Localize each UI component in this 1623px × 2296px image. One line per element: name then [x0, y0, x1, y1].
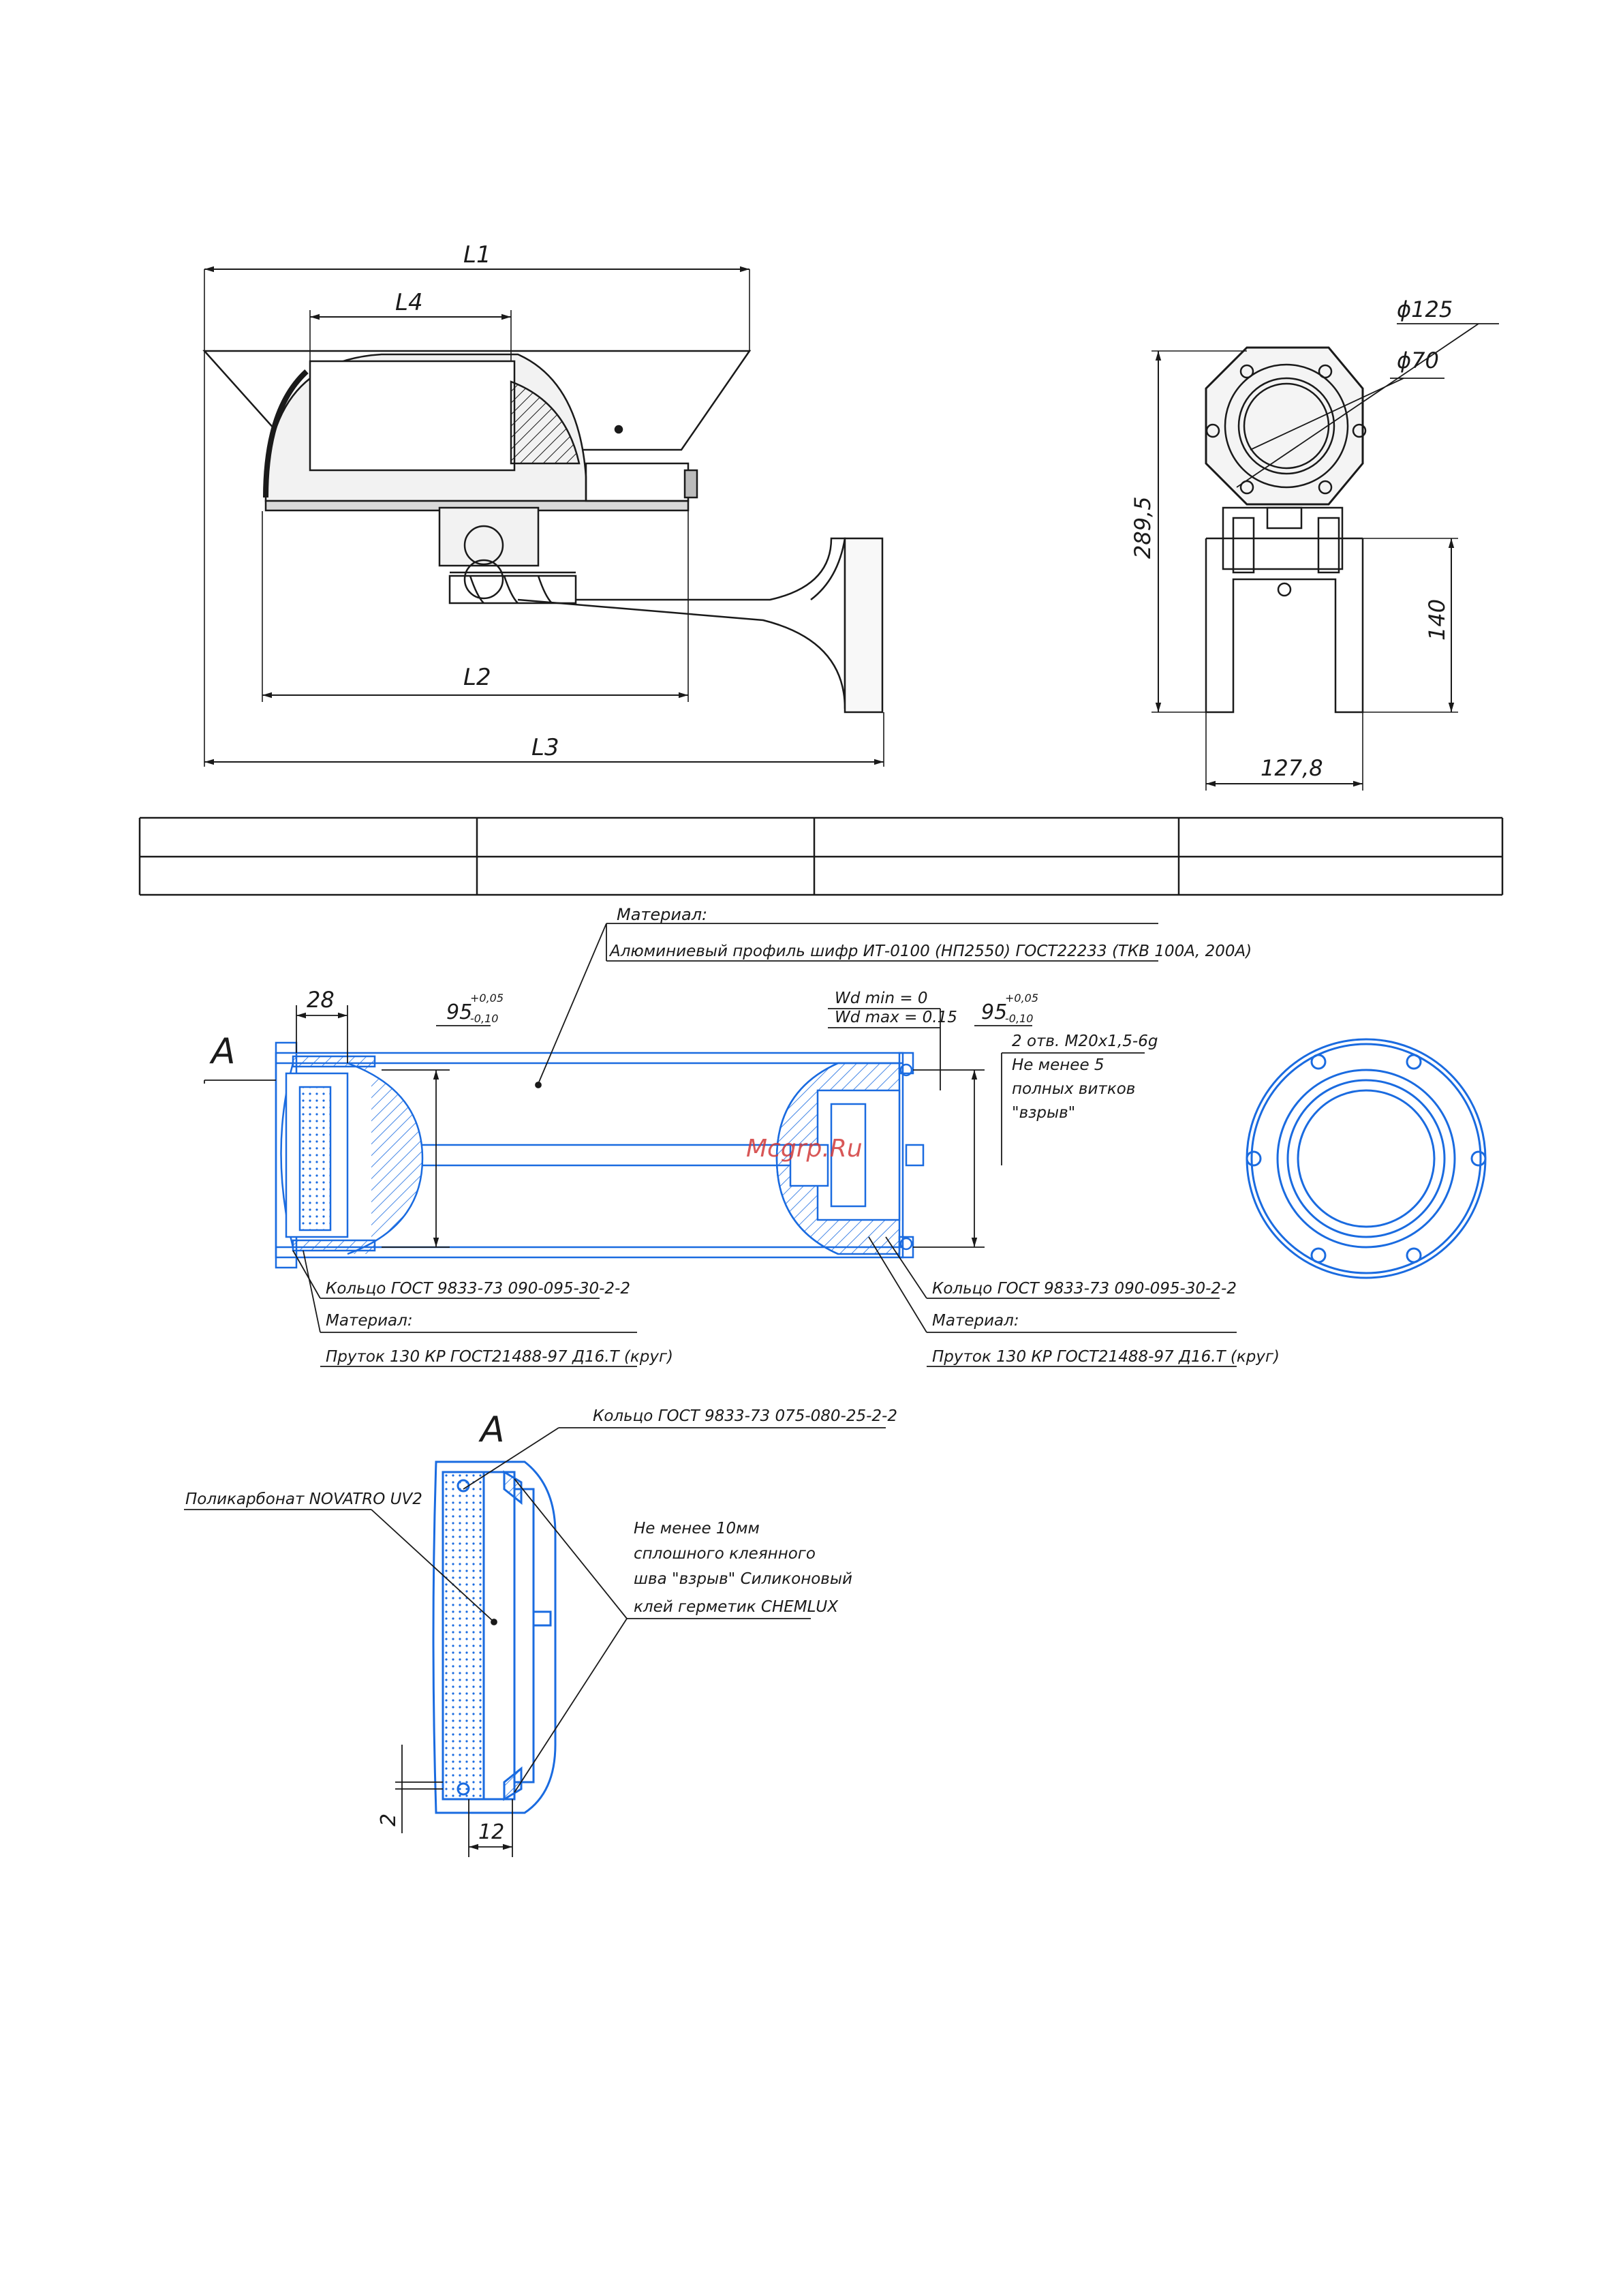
threads-note-2: полных витков	[1012, 1080, 1135, 1098]
dim-140: 140	[1424, 599, 1450, 641]
dim-L2: L2	[463, 664, 491, 691]
section-callout-A: A	[209, 1031, 236, 1072]
material-top: Алюминиевый профиль шифр ИТ-0100 (НП2550…	[608, 943, 1252, 960]
ring-left: Кольцо ГОСТ 9833-73 090-095-30-2-2	[326, 1280, 630, 1298]
material-label-right: Материал:	[932, 1312, 1019, 1330]
section-view	[275, 1041, 925, 1269]
dim-289: 289,5	[1130, 496, 1156, 559]
dim-L4: L4	[395, 289, 423, 316]
material-left: Пруток 130 КР ГОСТ21488-97 Д16.Т (круг)	[326, 1348, 673, 1366]
detail-ring: Кольцо ГОСТ 9833-73 075-080-25-2-2	[593, 1407, 897, 1425]
glue-note-2: сплошного клеянного	[634, 1545, 816, 1563]
threads-note-3: "взрыв"	[1012, 1104, 1075, 1122]
dim-28: 28	[307, 987, 335, 1013]
detail-callout-A: A	[478, 1409, 505, 1450]
polycarbonate-label: Поликарбонат NOVATRO UV2	[185, 1490, 422, 1508]
flange-view	[1246, 1038, 1487, 1279]
detail-view	[432, 1460, 557, 1814]
dim-L3: L3	[531, 734, 559, 761]
dim-95-left: 95	[446, 1000, 472, 1024]
detail-leaders	[184, 1427, 886, 1857]
dim-d125: ϕ125	[1397, 296, 1453, 322]
dim-2: 2	[377, 1813, 401, 1826]
wd-min: Wd min = 0	[835, 990, 928, 1007]
dim-95-left-tol-upper: +0,05	[470, 992, 504, 1005]
material-label-left: Материал:	[326, 1312, 413, 1330]
watermark: Mcgrp.Ru	[746, 1135, 863, 1163]
material-right: Пруток 130 КР ГОСТ21488-97 Д16.Т (круг)	[932, 1348, 1280, 1366]
dim-d70: ϕ70	[1397, 348, 1439, 373]
dim-95-left-tol-lower: -0,10	[470, 1012, 498, 1025]
dim-L1: L1	[463, 241, 491, 269]
front-view	[1151, 323, 1499, 791]
dim-95-right-tol-lower: -0,10	[1005, 1012, 1033, 1025]
glue-note-4: клей герметик CHEMLUX	[634, 1598, 839, 1616]
ring-right: Кольцо ГОСТ 9833-73 090-095-30-2-2	[932, 1280, 1237, 1298]
dim-127: 127,8	[1261, 755, 1323, 781]
spec-table	[138, 816, 1504, 896]
dim-12: 12	[478, 1820, 504, 1844]
glue-note-3: шва "взрыв" Силиконовый	[634, 1570, 852, 1588]
threads-note-1: Не менее 5	[1012, 1056, 1104, 1074]
side-view	[202, 266, 884, 767]
wd-max: Wd max = 0.15	[835, 1009, 957, 1026]
section-dims	[204, 923, 1237, 1367]
dim-95-right-tol-upper: +0,05	[1005, 992, 1038, 1005]
holes-note: 2 отв. М20х1,5-6g	[1012, 1032, 1158, 1050]
dim-95-right: 95	[981, 1000, 1007, 1024]
material-label-top: Материал:	[617, 905, 707, 924]
glue-note-1: Не менее 10мм	[634, 1520, 760, 1537]
